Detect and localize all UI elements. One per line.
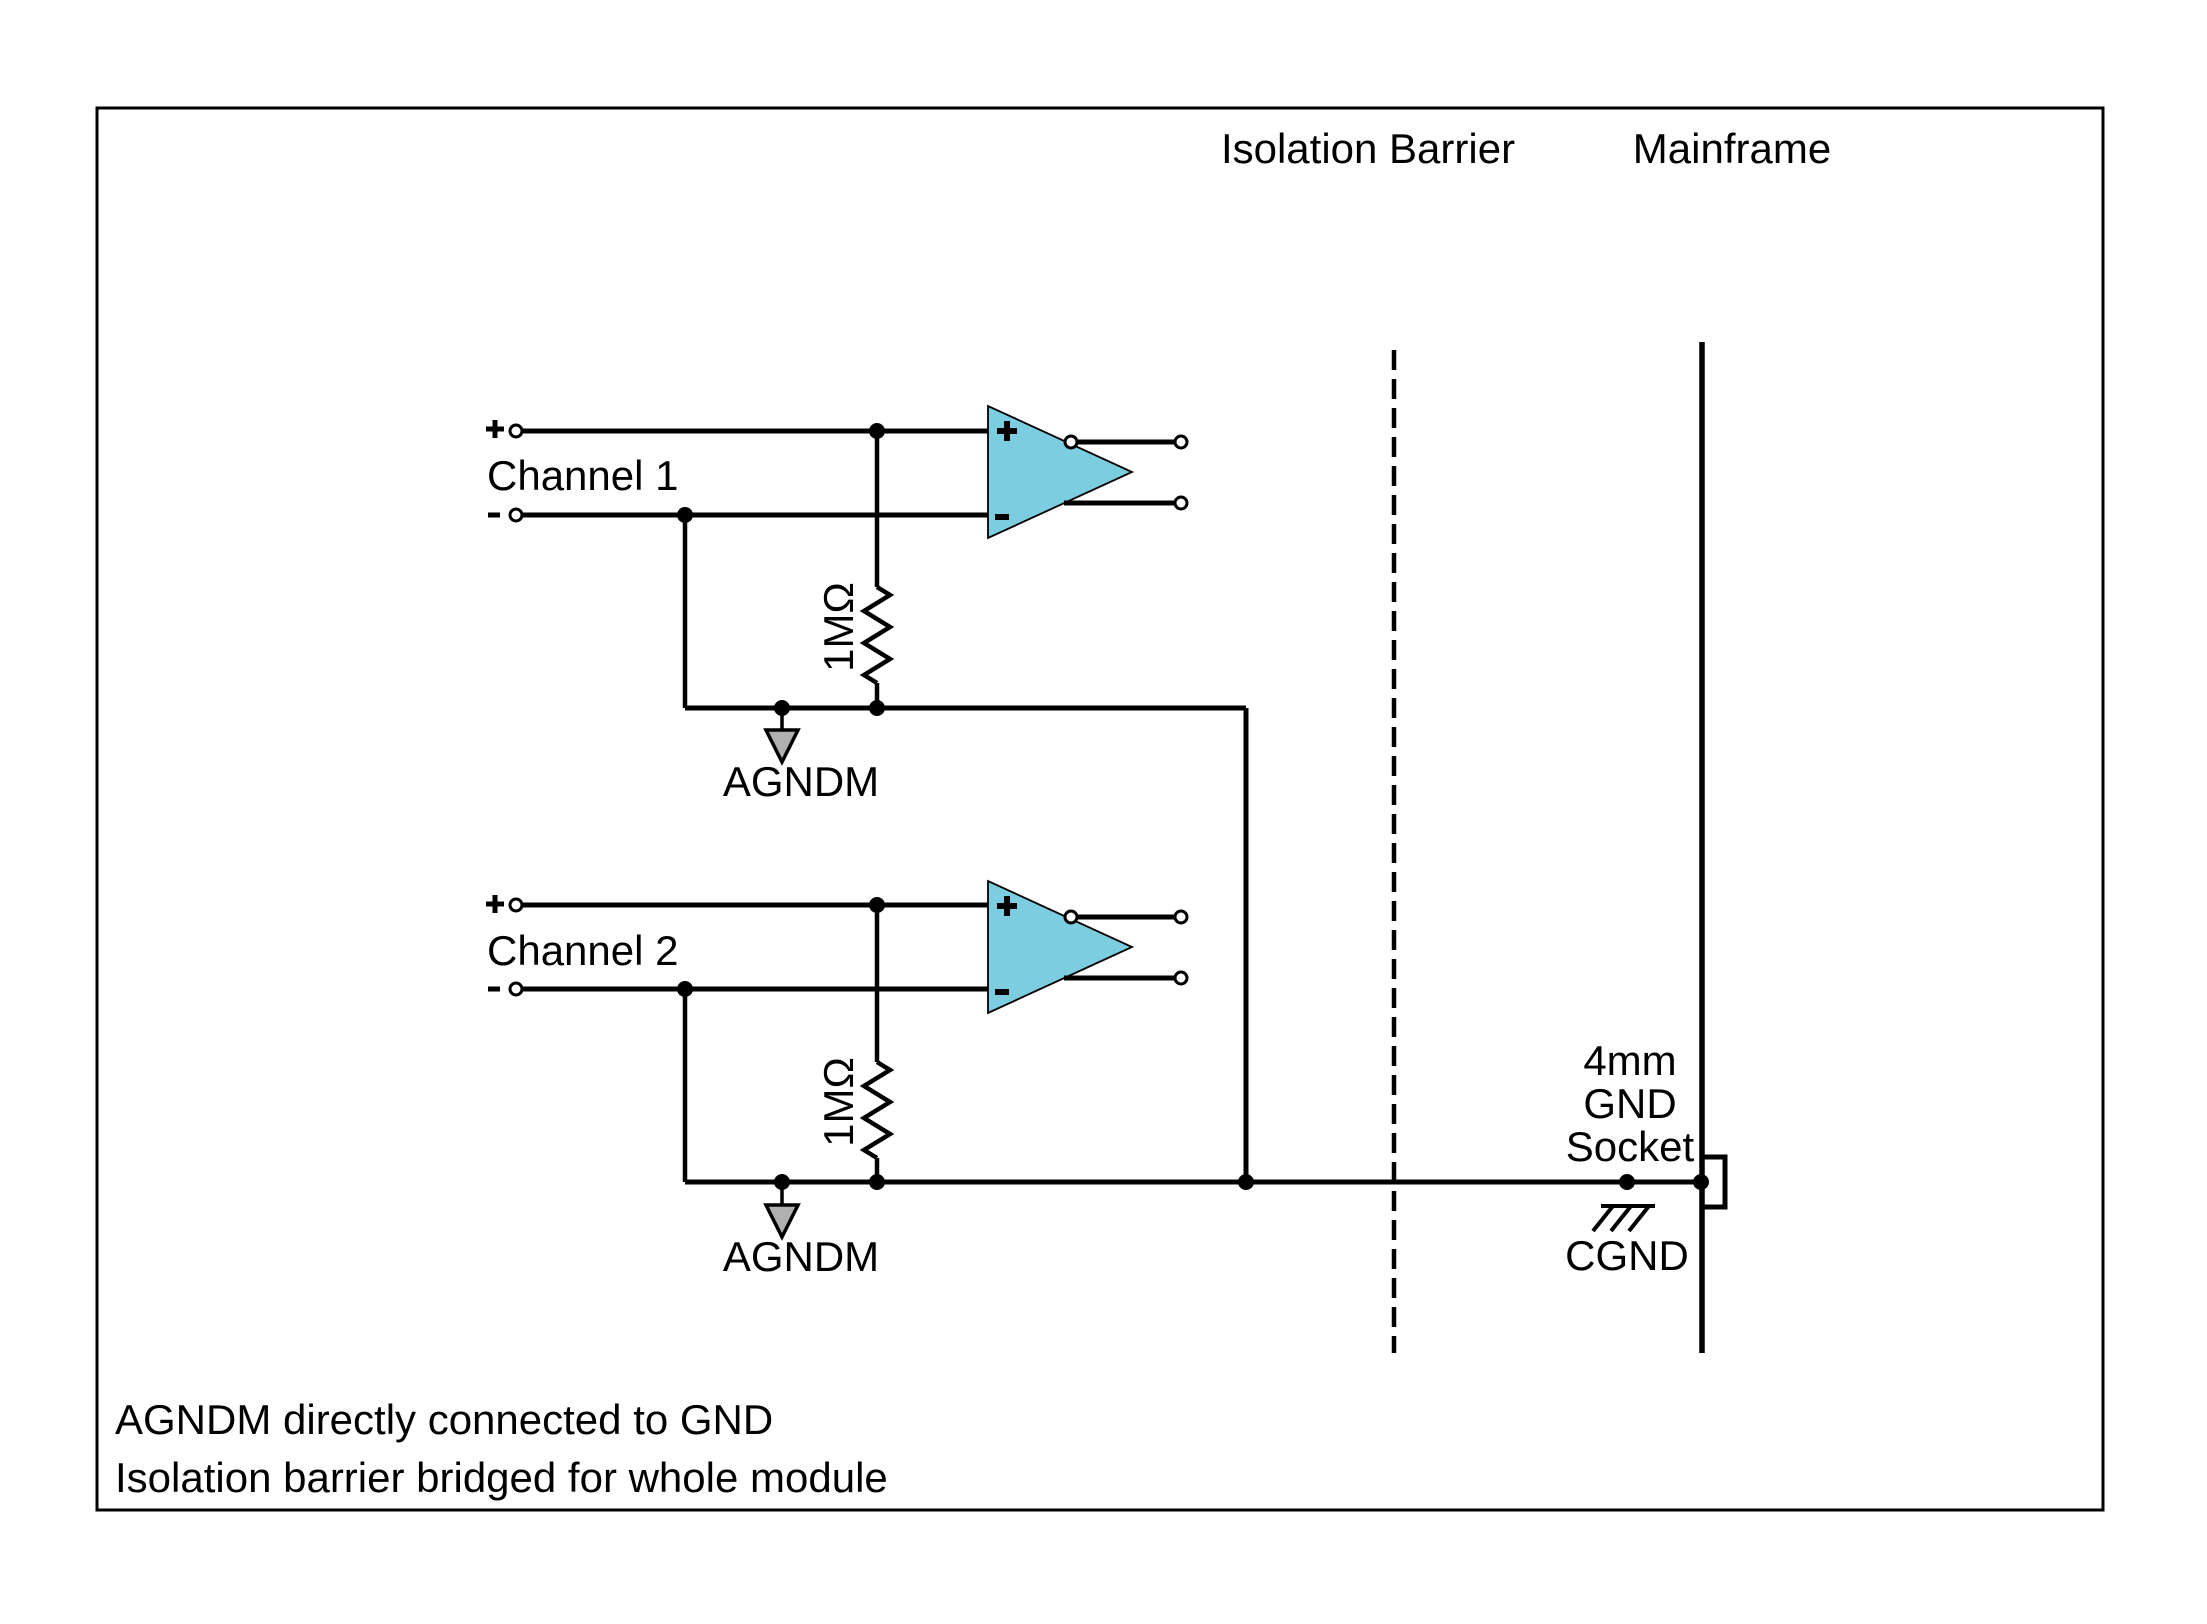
junction-dot: [1693, 1174, 1709, 1190]
junction-dot: [869, 700, 885, 716]
channel2-opamp-symbol: [987, 879, 1135, 1015]
channel1-output-terminal-bottom: [1173, 495, 1189, 511]
mainframe-label: Mainframe: [1633, 125, 1831, 172]
channel1-plus-sign: [486, 420, 504, 438]
channel-2-group: Channel 2 1MΩ AGNDM: [486, 879, 1700, 1280]
note-line1: AGNDM directly connected to GND: [115, 1396, 773, 1443]
channel2-output-node-terminal: [1063, 909, 1079, 925]
channel1-minus-terminal: [508, 507, 524, 523]
channel2-label: Channel 2: [487, 927, 678, 974]
channel2-resistor-symbol: [859, 1060, 895, 1160]
junction-dot: [677, 981, 693, 997]
channel2-output-terminal-bottom: [1173, 970, 1189, 986]
channel2-agndm-arrow-icon: [763, 1203, 801, 1241]
diagram-border: [95, 106, 2105, 1512]
isolation-barrier-label: Isolation Barrier: [1221, 125, 1515, 172]
socket-label-line2: GND: [1583, 1080, 1676, 1127]
channel1-output-terminal-top: [1173, 434, 1189, 450]
junction-dot: [1238, 1174, 1254, 1190]
junction-dot: [774, 1174, 790, 1190]
socket-label-line1: 4mm: [1583, 1037, 1676, 1084]
junction-dot: [869, 423, 885, 439]
junction-dot: [774, 700, 790, 716]
channel1-agndm-label: AGNDM: [723, 758, 879, 805]
channel2-plus-sign: [486, 895, 504, 913]
channel1-label: Channel 1: [487, 452, 678, 499]
channel2-agndm-ground-symbol: [763, 1182, 801, 1241]
junction-dot: [869, 1174, 885, 1190]
gnd-socket-symbol: [1693, 1154, 1728, 1210]
channel-1-group: Channel 1 1MΩ AGNDM: [486, 404, 1246, 805]
channel1-resistor-label: 1MΩ: [815, 582, 862, 672]
note-line2: Isolation barrier bridged for whole modu…: [115, 1454, 888, 1501]
junction-dot: [1619, 1174, 1635, 1190]
socket-label-line3: Socket: [1566, 1123, 1695, 1170]
cgnd-label: CGND: [1565, 1232, 1689, 1279]
channel2-resistor-label: 1MΩ: [815, 1057, 862, 1147]
channel1-opamp-plus-sign: [997, 421, 1017, 441]
channel1-resistor-symbol: [859, 585, 895, 685]
channel2-minus-terminal: [508, 981, 524, 997]
junction-dot: [677, 507, 693, 523]
junction-dot: [869, 897, 885, 913]
channel1-plus-terminal: [508, 423, 524, 439]
channel1-opamp-symbol: [987, 404, 1135, 540]
channel2-agndm-label: AGNDM: [723, 1233, 879, 1280]
channel1-output-node-terminal: [1063, 434, 1079, 450]
channel2-output-terminal-top: [1173, 909, 1189, 925]
cgnd-chassis-ground-symbol: [1591, 1174, 1655, 1233]
channel1-agndm-ground-symbol: [763, 708, 801, 766]
channel2-opamp-plus-sign: [997, 896, 1017, 916]
channel2-plus-terminal: [508, 897, 524, 913]
channel1-agndm-arrow-icon: [763, 728, 801, 766]
